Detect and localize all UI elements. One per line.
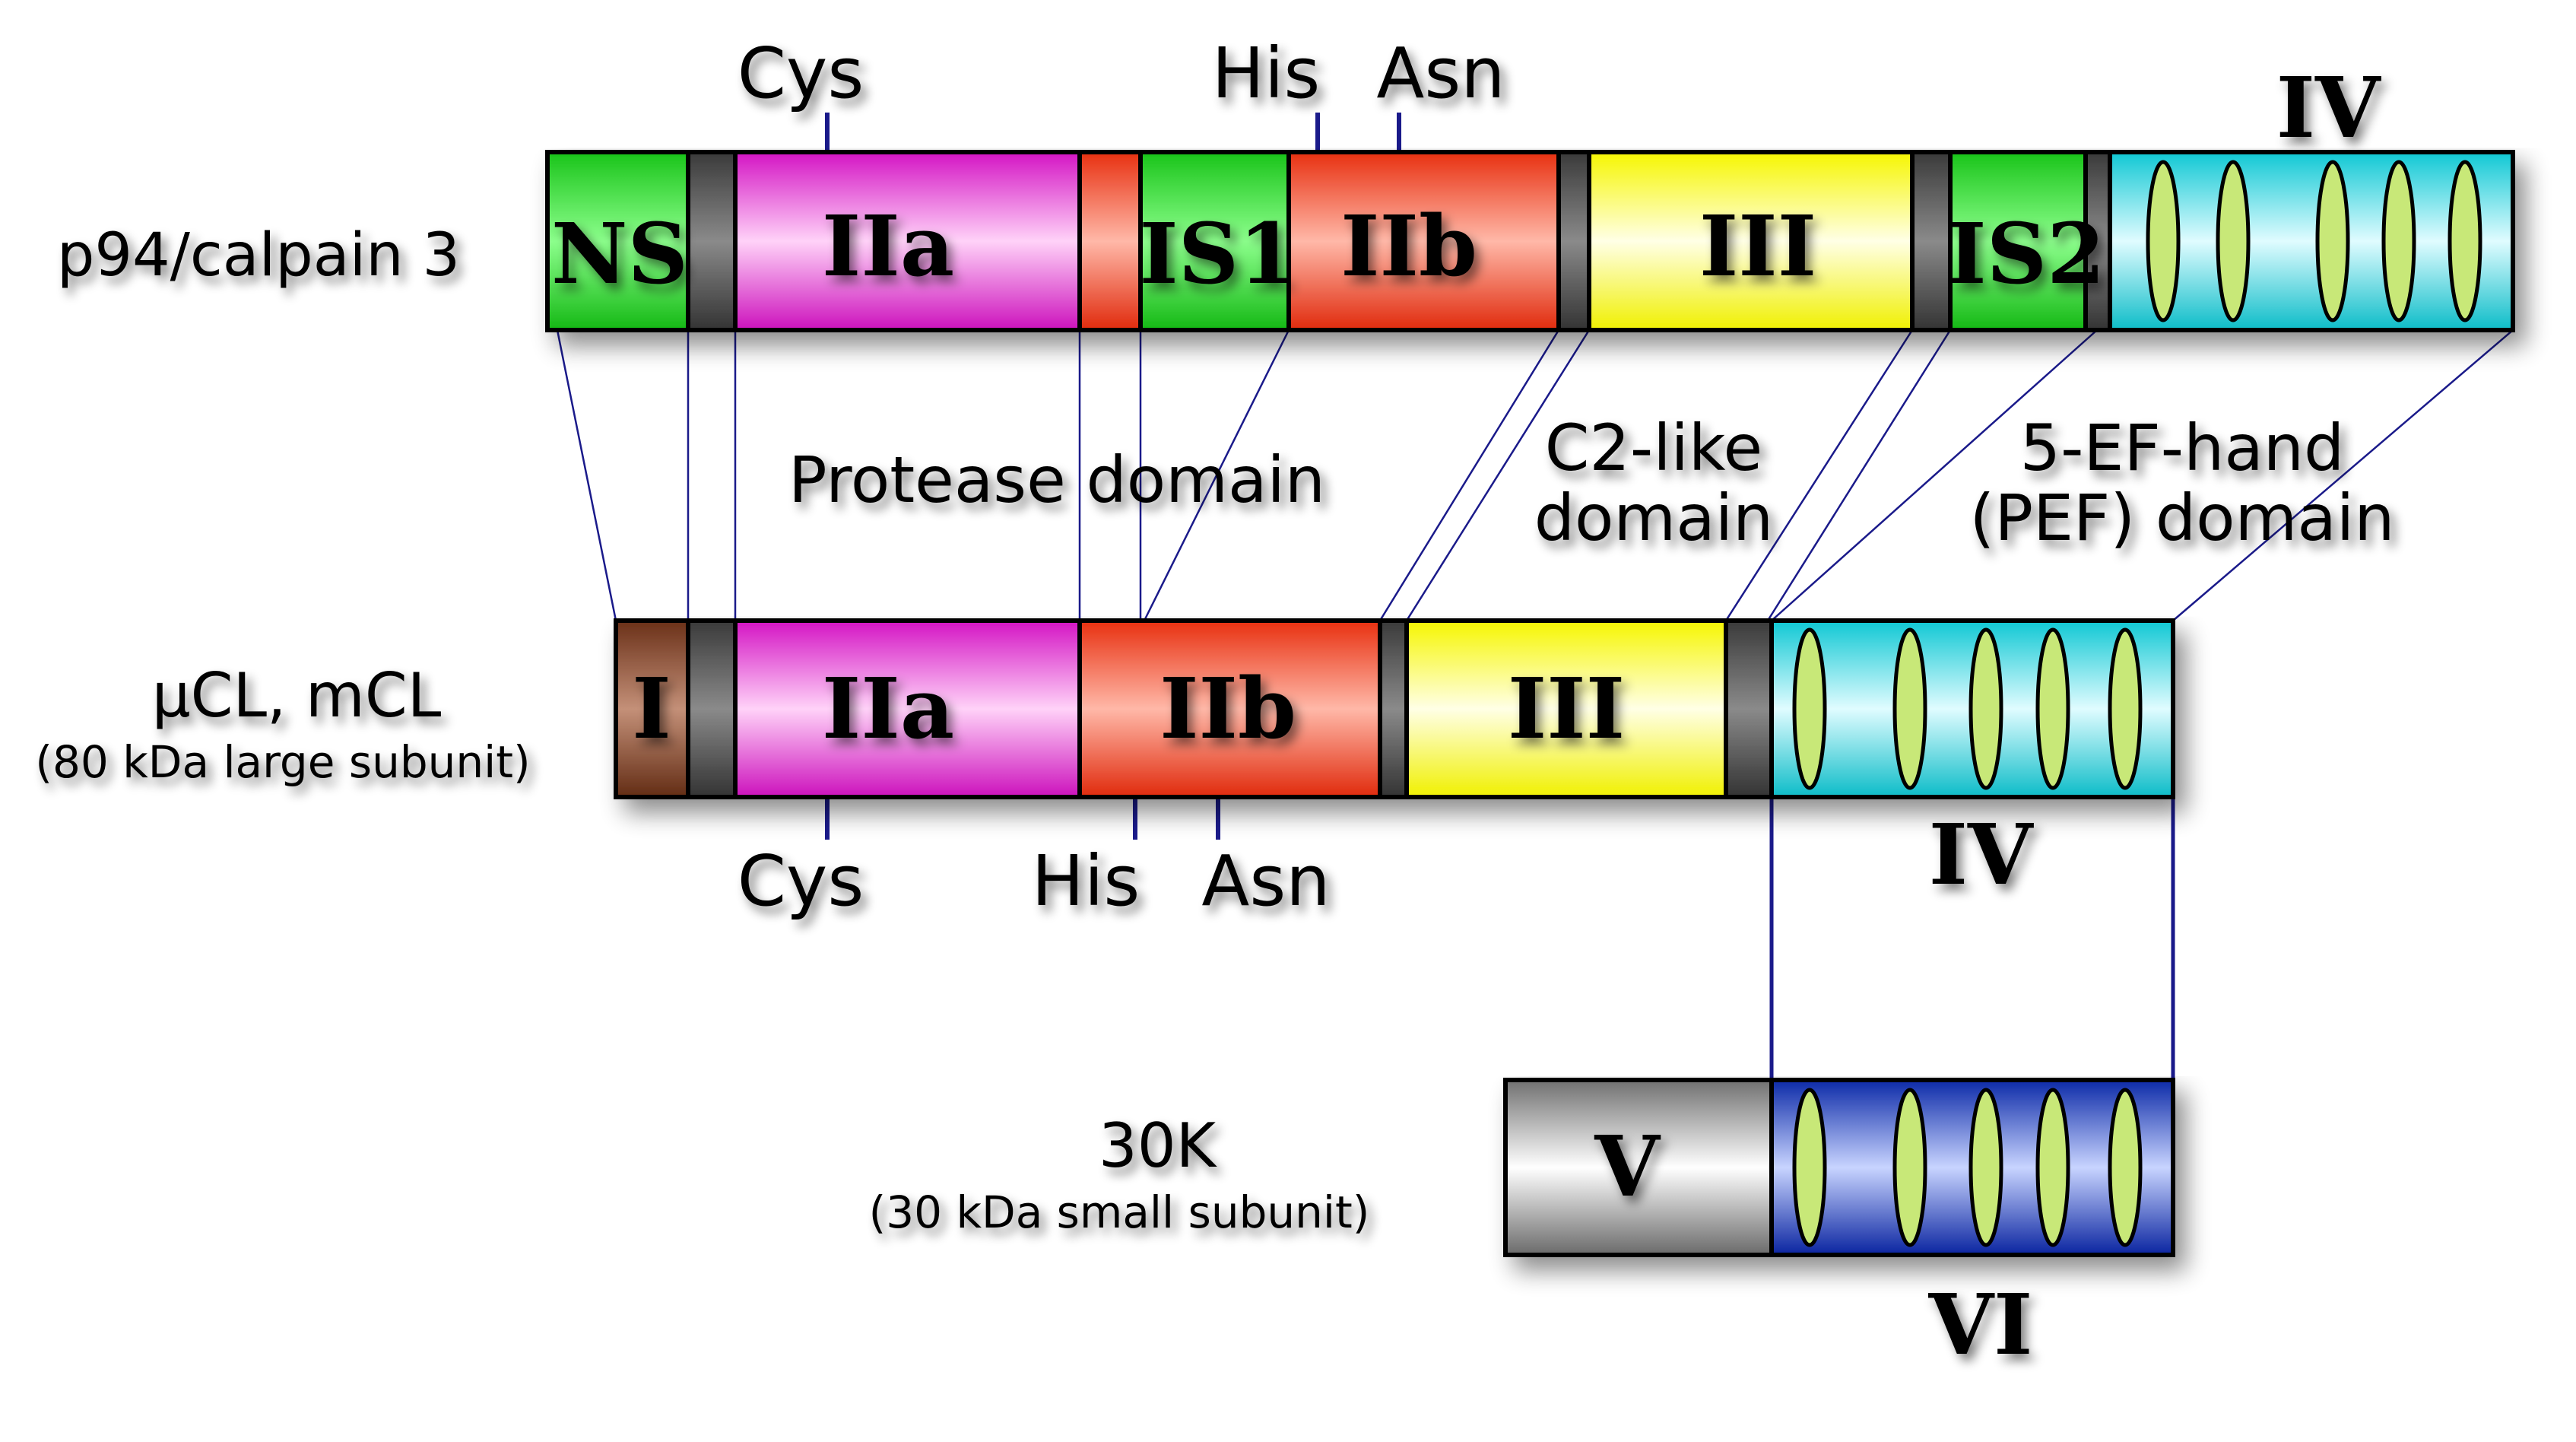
p94-red-insert-segment	[1080, 152, 1140, 330]
p94-grey-segment-4	[2086, 152, 2110, 330]
p94-ef-hands	[2146, 160, 2482, 322]
residue-ticks	[825, 113, 1401, 840]
small-row-label-line1: 30K	[1099, 1110, 1218, 1181]
ef-hand-icon	[2381, 160, 2416, 322]
ef-hand-icon	[2035, 1088, 2070, 1247]
cl-row-label-line1: μCL, mCL	[152, 660, 442, 731]
connector-iib-grey	[1378, 329, 1560, 621]
cl-cys-label: Cys	[738, 840, 864, 922]
cl-his-label: His	[1032, 840, 1140, 922]
cl-iv-label: IV	[1929, 805, 2034, 904]
connector-grey-is2	[1766, 329, 1952, 621]
p94-row-label: p94/calpain 3	[57, 221, 460, 290]
p94-iii-label: III	[1699, 197, 1816, 295]
ef-hand-icon	[2315, 160, 2350, 322]
c2-domain-label-line1: C2-like	[1545, 411, 1762, 485]
ef-hand-icon	[1892, 1088, 1927, 1247]
pef-domain-label-line1: 5-EF-hand	[2020, 411, 2345, 485]
cl-i-segment	[616, 621, 688, 797]
small-subunit-bar	[1503, 1078, 2175, 1257]
cl-iia-segment	[735, 621, 1080, 797]
cl-i-label: I	[632, 659, 671, 758]
cl-iii-label: III	[1508, 659, 1625, 758]
cl-iii-segment	[1407, 621, 1726, 797]
p94-asn-label: Asn	[1376, 33, 1505, 114]
cl-iia-label: IIa	[822, 659, 954, 758]
ef-hand-icon	[2108, 1088, 2143, 1247]
p94-iib-label: IIb	[1340, 197, 1477, 295]
small-vi-label: VI	[1928, 1275, 2033, 1374]
p94-iia-label: IIa	[822, 197, 954, 295]
cl-grey-segment-3	[1726, 621, 1772, 797]
ef-hand-icon	[1968, 1088, 2003, 1247]
p94-grey-segment-1	[688, 152, 735, 330]
connector-iv-end	[2172, 329, 2514, 621]
connector-grey-iii	[1405, 329, 1591, 621]
p94-is1-segment	[1140, 152, 1289, 330]
small-row-label-line2: (30 kDa small subunit)	[869, 1186, 1370, 1238]
ef-hand-icon	[2035, 627, 2070, 790]
connector-ns-i	[556, 329, 617, 621]
small-ef-hands	[1792, 1088, 2143, 1247]
ef-hand-icon	[2448, 160, 2482, 322]
p94-iib-segment	[1289, 152, 1559, 330]
cl-ef-hands	[1792, 627, 2143, 790]
p94-his-label: His	[1212, 33, 1321, 114]
p94-grey-segment-3	[1912, 152, 1950, 330]
p94-bar	[545, 150, 2515, 332]
small-v-segment	[1505, 1080, 1772, 1255]
ef-hand-icon	[1792, 627, 1827, 790]
pef-domain-label-line2: (PEF) domain	[1970, 481, 2395, 555]
ef-hand-icon	[2108, 627, 2143, 790]
p94-is2-label: IS2	[1947, 205, 2105, 303]
cl-iib-segment	[1080, 621, 1380, 797]
c2-domain-label-line2: domain	[1534, 481, 1774, 555]
connector-lines	[556, 329, 2514, 1080]
p94-iia-segment	[735, 152, 1080, 330]
p94-ns-segment	[547, 152, 688, 330]
ef-hand-icon	[1892, 627, 1927, 790]
p94-iv-label: IV	[2276, 59, 2381, 157]
cl-iib-label: IIb	[1160, 659, 1296, 758]
cl-row-label-line2: (80 kDa large subunit)	[35, 736, 530, 788]
connector-is1-iib	[1143, 329, 1290, 621]
protease-domain-label: Protease domain	[788, 443, 1325, 517]
p94-ns-label: NS	[551, 205, 688, 303]
connector-iii-grey	[1724, 329, 1914, 621]
cl-bar	[614, 618, 2175, 799]
cl-grey-segment-1	[688, 621, 735, 797]
ef-hand-icon	[2216, 160, 2251, 322]
p94-is2-segment	[1950, 152, 2086, 330]
p94-grey-segment-2	[1559, 152, 1589, 330]
ef-hand-icon	[1968, 627, 2003, 790]
cl-asn-label: Asn	[1201, 840, 1330, 922]
p94-cys-label: Cys	[738, 33, 864, 114]
p94-iii-segment	[1589, 152, 1912, 330]
cl-grey-segment-2	[1380, 621, 1407, 797]
ef-hand-icon	[2146, 160, 2181, 322]
p94-is1-label: IS1	[1139, 205, 1296, 303]
ef-hand-icon	[1792, 1088, 1827, 1247]
small-v-label: V	[1594, 1117, 1661, 1215]
connector-is2-iv	[1771, 329, 2098, 621]
